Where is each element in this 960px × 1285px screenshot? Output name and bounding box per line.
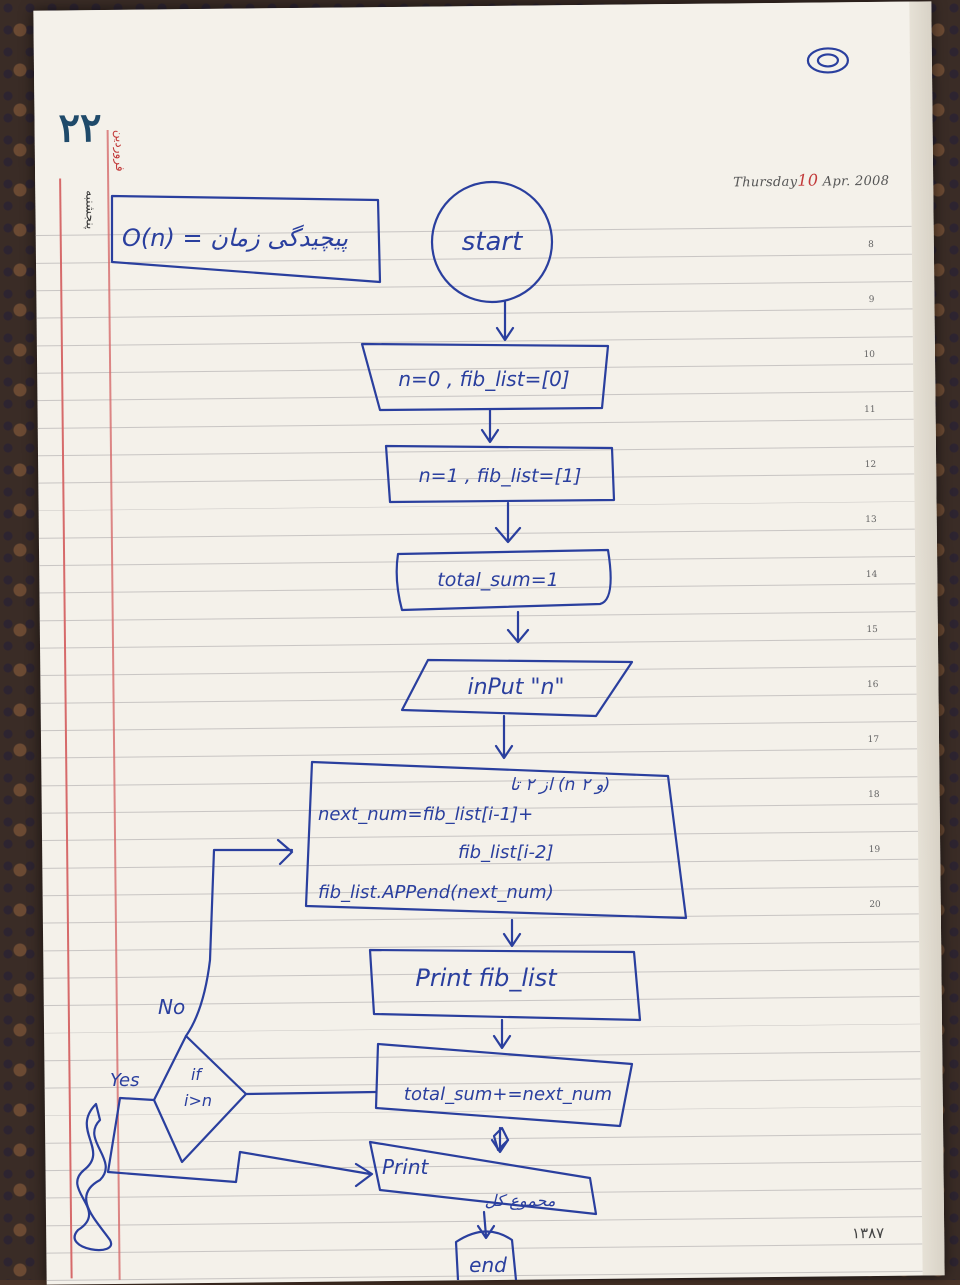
notebook-page: ۲۲ فروردین پنجشنبه Thursday10 Apr. 2008 …	[33, 1, 945, 1285]
scribble-mark	[73, 1102, 113, 1252]
decision-condition: i>n	[184, 1091, 212, 1110]
init-step-1: n=0 , fib_list=[0]	[360, 342, 610, 412]
arrow	[480, 408, 500, 444]
print-total-step: Print مجموع کل	[368, 1140, 598, 1216]
init-step-1-text: n=0 , fib_list=[0]	[398, 367, 569, 391]
loop-line-3: fib_list.APPend(next_num)	[318, 882, 554, 903]
yes-label: Yes	[110, 1070, 139, 1091]
loop-line-1: next_num=fib_list[i-1]+	[318, 804, 533, 825]
complexity-note-text: O(n) = پیچیدگی زمان	[122, 224, 348, 252]
complexity-note: O(n) = پیچیدگی زمان	[110, 194, 382, 284]
no-label: No	[158, 995, 185, 1019]
loop-line-2: fib_list[i-2]	[458, 842, 553, 863]
no-branch-arrow	[184, 838, 294, 1038]
start-node: start	[430, 180, 554, 304]
input-step-text: inPut "n"	[467, 675, 564, 700]
yes-branch-arrow	[106, 1096, 374, 1188]
arrow	[495, 300, 515, 342]
init-step-2: n=1 , fib_list=[1]	[384, 444, 616, 504]
arrow	[492, 1018, 512, 1050]
print-total-subtext: مجموع کل	[485, 1191, 556, 1210]
arrow	[502, 918, 522, 948]
arrow	[494, 501, 522, 544]
end-node: end	[454, 1230, 518, 1280]
connector	[244, 1090, 378, 1096]
print-list-text: Print fib_list	[415, 964, 558, 992]
init-step-3-text: total_sum=1	[437, 569, 558, 591]
loop-header-text: از ۲ تا (n و ۲)	[510, 775, 610, 795]
sum-update-step: total_sum+=next_num	[374, 1042, 634, 1128]
junction-scribble	[492, 1126, 510, 1152]
start-label: start	[462, 227, 523, 257]
arrow	[494, 714, 514, 760]
init-step-3: total_sum=1	[395, 548, 612, 612]
end-label: end	[469, 1253, 507, 1277]
decision-node: if i>n	[152, 1034, 248, 1164]
scribble-mark	[806, 47, 850, 74]
arrow	[506, 610, 530, 644]
print-total-text: Print	[382, 1155, 430, 1179]
init-step-2-text: n=1 , fib_list=[1]	[419, 465, 582, 487]
arrow	[476, 1210, 496, 1240]
print-list-step: Print fib_list	[368, 948, 642, 1022]
input-step: inPut "n"	[400, 658, 634, 718]
sum-update-text: total_sum+=next_num	[404, 1084, 612, 1105]
loop-step: از ۲ تا (n و ۲) next_num=fib_list[i-1]+ …	[304, 760, 688, 920]
decision-if: if	[191, 1065, 203, 1084]
